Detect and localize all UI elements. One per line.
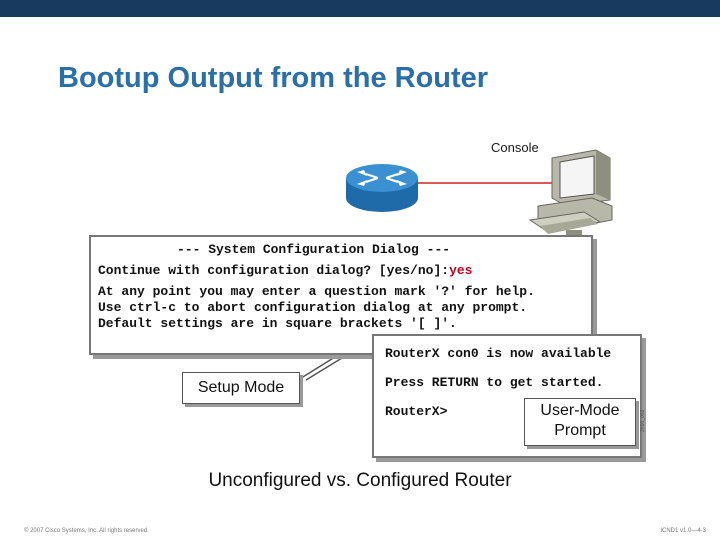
dialog-answer-yes: yes	[449, 263, 473, 278]
slide-caption: Unconfigured vs. Configured Router	[208, 470, 512, 491]
setup-mode-callout: Setup Mode	[182, 372, 300, 404]
dialog-header: --- System Configuration Dialog ---	[177, 242, 451, 257]
page-footer: ICND1 v1.0—4-3	[660, 528, 706, 534]
router-icon	[346, 164, 418, 212]
user-mode-callout-line1: User-Mode	[540, 402, 620, 419]
press-return-line: Press RETURN to get started.	[385, 375, 604, 390]
user-mode-callout-line2: Prompt	[554, 422, 606, 439]
dialog-defaults-line: Default settings are in square brackets …	[98, 316, 457, 331]
dialog-continue-prompt: Continue with configuration dialog? [yes…	[98, 263, 450, 278]
figure-id: 2016_008	[640, 409, 646, 432]
top-bar	[0, 0, 720, 17]
slide-title: Bootup Output from the Router	[58, 62, 489, 94]
console-label: Console	[491, 140, 539, 155]
user-mode-callout: User-Mode Prompt	[524, 398, 636, 446]
computer-icon	[528, 149, 613, 236]
copyright-footer: © 2007 Cisco Systems, Inc. All rights re…	[24, 528, 149, 534]
dialog-continue-line: Continue with configuration dialog? [yes…	[98, 263, 472, 279]
dialog-abort-line: Use ctrl-c to abort configuration dialog…	[98, 300, 528, 315]
router-prompt-line: RouterX>	[385, 404, 448, 419]
con0-available-line: RouterX con0 is now available	[385, 346, 612, 361]
user-mode-terminal: RouterX con0 is now available Press RETU…	[372, 334, 642, 458]
dialog-help-line: At any point you may enter a question ma…	[98, 284, 535, 299]
setup-dialog-terminal: --- System Configuration Dialog --- Cont…	[89, 235, 593, 355]
